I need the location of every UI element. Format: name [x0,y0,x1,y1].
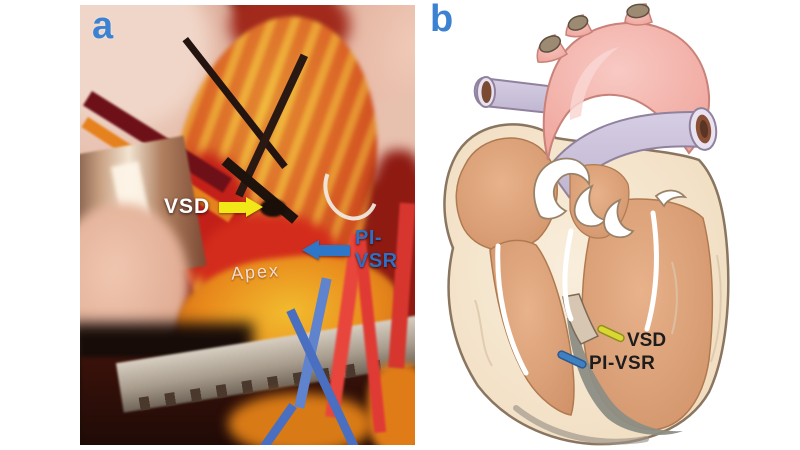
endocardium-linings [495,210,659,376]
wall-texture-lines [474,254,722,367]
valve-leaflets [533,157,688,239]
panel-a-vsd-label: VSD [164,195,211,218]
left-atrium [455,137,558,252]
outer-apex-shadow [513,405,649,445]
panel-a-letter: a [92,5,114,47]
aorta [536,3,711,161]
apex-infarct-gray [567,318,683,435]
panel-b-letter: b [430,0,454,40]
panel-a-pivsr-annotation: PI-VSR [302,227,415,273]
vsd-opening [260,199,286,217]
panel-b-heart-illustration: b VSD PI-VSR [420,0,800,450]
pivsr-marker-blue-icon [557,350,587,369]
vsd-arrow-yellow-icon [219,197,264,217]
panel-a-apex-label: Apex [230,260,281,284]
panel-b-pivsr-label: PI-VSR [589,353,656,374]
panel-b-vsd-label: VSD [627,330,667,351]
panel-a-vsd-annotation: VSD [164,195,264,219]
panel-a-pivsr-label: PI-VSR [355,227,398,272]
panel-a-surgical-photo: a VSD PI-VSR Apex [80,5,415,445]
heart-diagram [443,3,730,446]
vsd-marker-yellow-icon [597,324,625,343]
pivsr-arrow-blue-icon [302,240,350,260]
